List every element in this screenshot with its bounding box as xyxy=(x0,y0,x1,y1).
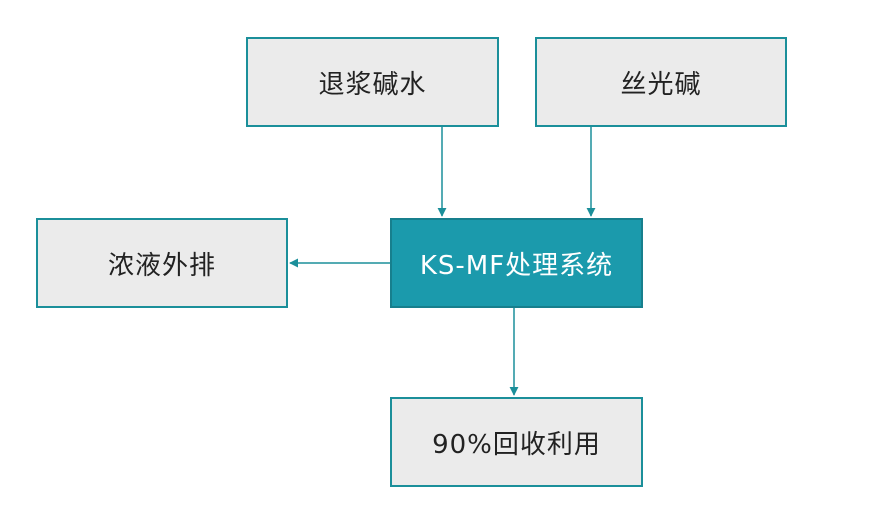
node-mercerizing-alkali: 丝光碱 xyxy=(535,37,787,127)
node-label: 90%回收利用 xyxy=(432,429,601,460)
node-label: 丝光碱 xyxy=(620,69,702,100)
node-label: KS-MF处理系统 xyxy=(419,250,614,281)
node-ks-mf-system: KS-MF处理系统 xyxy=(390,218,643,308)
node-concentrate-discharge: 浓液外排 xyxy=(36,218,288,308)
node-label: 浓液外排 xyxy=(107,250,216,281)
node-desizing-alkali: 退浆碱水 xyxy=(246,37,499,127)
node-label: 退浆碱水 xyxy=(318,69,427,100)
node-recycle: 90%回收利用 xyxy=(390,397,643,487)
